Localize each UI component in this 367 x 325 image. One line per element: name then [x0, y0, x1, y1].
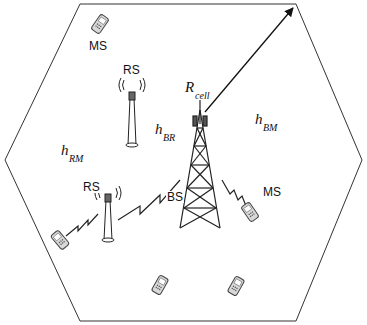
- cell-hexagon: [5, 4, 362, 321]
- ms-phone: [241, 202, 260, 222]
- bs-tower: [180, 100, 220, 228]
- mobile-label: MS: [262, 186, 282, 198]
- relay-label: RS: [122, 64, 141, 76]
- radius-subscript: cell: [194, 91, 210, 101]
- ms-phone: [151, 275, 169, 296]
- relay-label: RS: [82, 181, 101, 193]
- channel-subscript: BM: [262, 123, 278, 133]
- rs-tower-bottom: [95, 186, 121, 242]
- channel-subscript: RM: [68, 154, 84, 164]
- radius-symbol: R: [184, 80, 195, 95]
- base-station-label: BS: [166, 191, 184, 203]
- channel-subscript: BR: [162, 133, 176, 143]
- ms-phone: [91, 14, 110, 34]
- channel-symbol: h: [60, 143, 70, 158]
- radius-arrow: [205, 8, 293, 112]
- radio-links: [66, 180, 246, 236]
- ms-phone: [227, 276, 245, 297]
- mobile-label: MS: [88, 40, 108, 52]
- channel-symbol: h: [154, 122, 164, 137]
- rs-tower-top: [119, 78, 145, 147]
- channel-symbol: h: [254, 112, 264, 127]
- ms-phone: [50, 230, 69, 250]
